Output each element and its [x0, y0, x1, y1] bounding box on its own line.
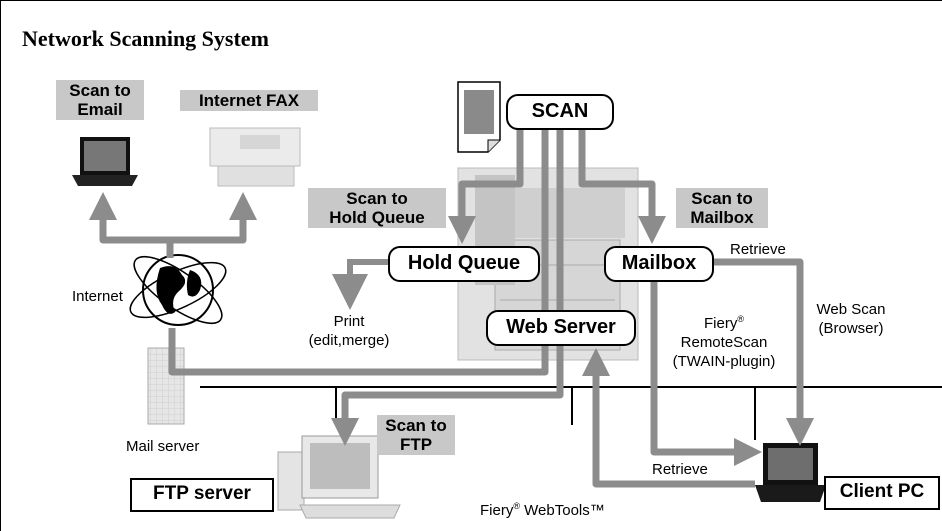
- label-line: RemoteScan: [680, 334, 768, 351]
- label-fiery-webtools: Fiery® WebTools™: [480, 497, 605, 520]
- label-line: FTP: [399, 435, 433, 454]
- label-internet: Internet: [72, 288, 123, 305]
- fax-machine-icon: [209, 127, 301, 187]
- label-scan-to-hold-queue: Scan to Hold Queue: [308, 188, 446, 228]
- label-line: Mailbox: [690, 208, 754, 227]
- label-retrieve-top: Retrieve: [730, 241, 786, 258]
- label-line: Hold Queue: [329, 208, 425, 227]
- arrow-retrieve-to-client: [710, 258, 814, 446]
- label-line: (TWAIN-plugin): [672, 353, 776, 370]
- arrow-webtools-to-webserver: [582, 348, 755, 488]
- arrow-to-email: [89, 192, 174, 258]
- ftp-computer-icon: [277, 435, 401, 519]
- fiery-word: Fiery: [704, 315, 738, 332]
- label-scan-to-mailbox: Scan to Mailbox: [676, 188, 768, 228]
- node-hold-queue: Hold Queue: [388, 246, 540, 282]
- arrow-to-print: [332, 259, 390, 310]
- node-client-pc: Client PC: [824, 476, 940, 510]
- flow-arrows: [89, 128, 814, 488]
- label-web-scan: Web Scan (Browser): [806, 300, 896, 338]
- label-line: Print: [333, 313, 365, 330]
- label-line: (edit,merge): [308, 332, 390, 349]
- network-lines: [200, 386, 942, 440]
- registered-mark: ®: [513, 501, 520, 511]
- arrow-to-hold-queue: [448, 128, 524, 244]
- label-line: Scan to: [385, 416, 447, 435]
- arrow-to-internet: [168, 128, 549, 376]
- label-line: (Browser): [818, 320, 884, 337]
- label-line: Scan to: [346, 189, 408, 208]
- label-print: Print (edit,merge): [294, 312, 404, 350]
- mail-server-icon: [147, 347, 185, 425]
- laptop-client-icon: [755, 443, 826, 502]
- label-line: Fiery®: [664, 310, 784, 333]
- label-mail-server: Mail server: [126, 438, 200, 455]
- arrow-mailbox-to-client: [650, 276, 762, 466]
- node-mailbox: Mailbox: [604, 246, 714, 282]
- document-icon: [457, 81, 501, 153]
- webtools-word: WebTools™: [519, 502, 605, 519]
- globe-icon: [129, 254, 227, 326]
- registered-mark: ®: [737, 314, 744, 324]
- label-line: Email: [77, 100, 123, 119]
- label-fiery-remotescan: Fiery® RemoteScan (TWAIN-plugin): [664, 310, 784, 371]
- label-retrieve-bottom: Retrieve: [652, 461, 708, 478]
- label-scan-to-ftp: Scan to FTP: [377, 415, 455, 455]
- label-line: Scan to: [691, 189, 753, 208]
- fiery-word: Fiery: [480, 502, 514, 519]
- label-line: Web Scan: [816, 301, 886, 318]
- node-ftp-server: FTP server: [130, 478, 274, 512]
- laptop-email-icon: [72, 137, 138, 186]
- arrow-to-ftp: [331, 128, 564, 446]
- label-internet-fax: Internet FAX: [180, 90, 318, 111]
- page-title: Network Scanning System: [22, 26, 269, 51]
- label-line: Scan to: [69, 81, 131, 100]
- node-scan: SCAN: [506, 94, 614, 130]
- arrow-to-fax: [170, 192, 257, 244]
- label-scan-to-email: Scan to Email: [56, 80, 144, 120]
- node-web-server: Web Server: [486, 310, 636, 346]
- arrow-to-mailbox: [578, 128, 666, 244]
